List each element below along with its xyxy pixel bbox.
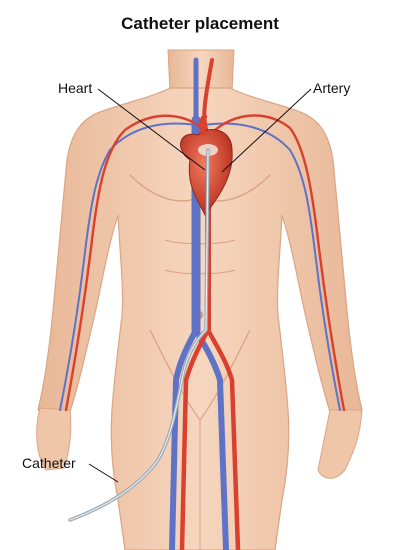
veins (59, 57, 341, 550)
leader-lines (88, 88, 312, 483)
artery-label: Artery (313, 80, 351, 96)
diagram-title: Catheter placement (121, 14, 279, 33)
catheter-label: Catheter (22, 455, 76, 471)
heart-label: Heart (58, 80, 93, 96)
catheter-tube (68, 148, 210, 522)
